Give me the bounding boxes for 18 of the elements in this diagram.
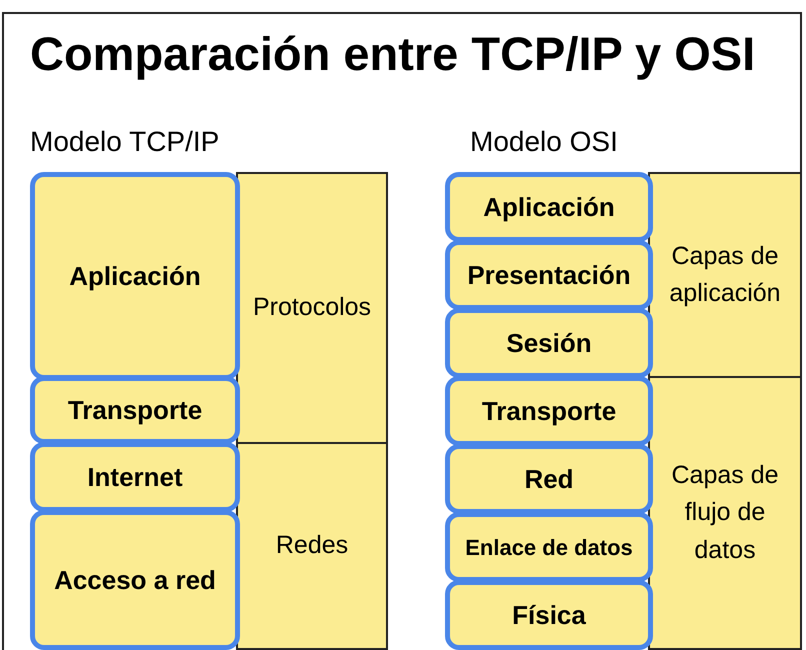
group-band: Capas de aplicación [648,172,802,378]
group-band: Capas de flujo de datos [648,376,802,650]
layer-box: Enlace de datos [445,512,653,582]
title: Comparación entre TCP/IP y OSI [30,26,756,81]
group-band: Protocolos [236,172,388,444]
layer-box: Transporte [30,376,240,444]
layer-box: Presentación [445,240,653,310]
model-heading: Modelo TCP/IP [30,126,220,158]
layer-box: Física [445,580,653,650]
layer-box: Transporte [445,376,653,446]
layer-box: Sesión [445,308,653,378]
layer-box: Red [445,444,653,514]
layer-box: Aplicación [30,172,240,380]
model-heading: Modelo OSI [470,126,618,158]
group-band: Redes [236,442,388,650]
layer-box: Aplicación [445,172,653,242]
layer-box: Internet [30,442,240,512]
layer-box: Acceso a red [30,510,240,650]
